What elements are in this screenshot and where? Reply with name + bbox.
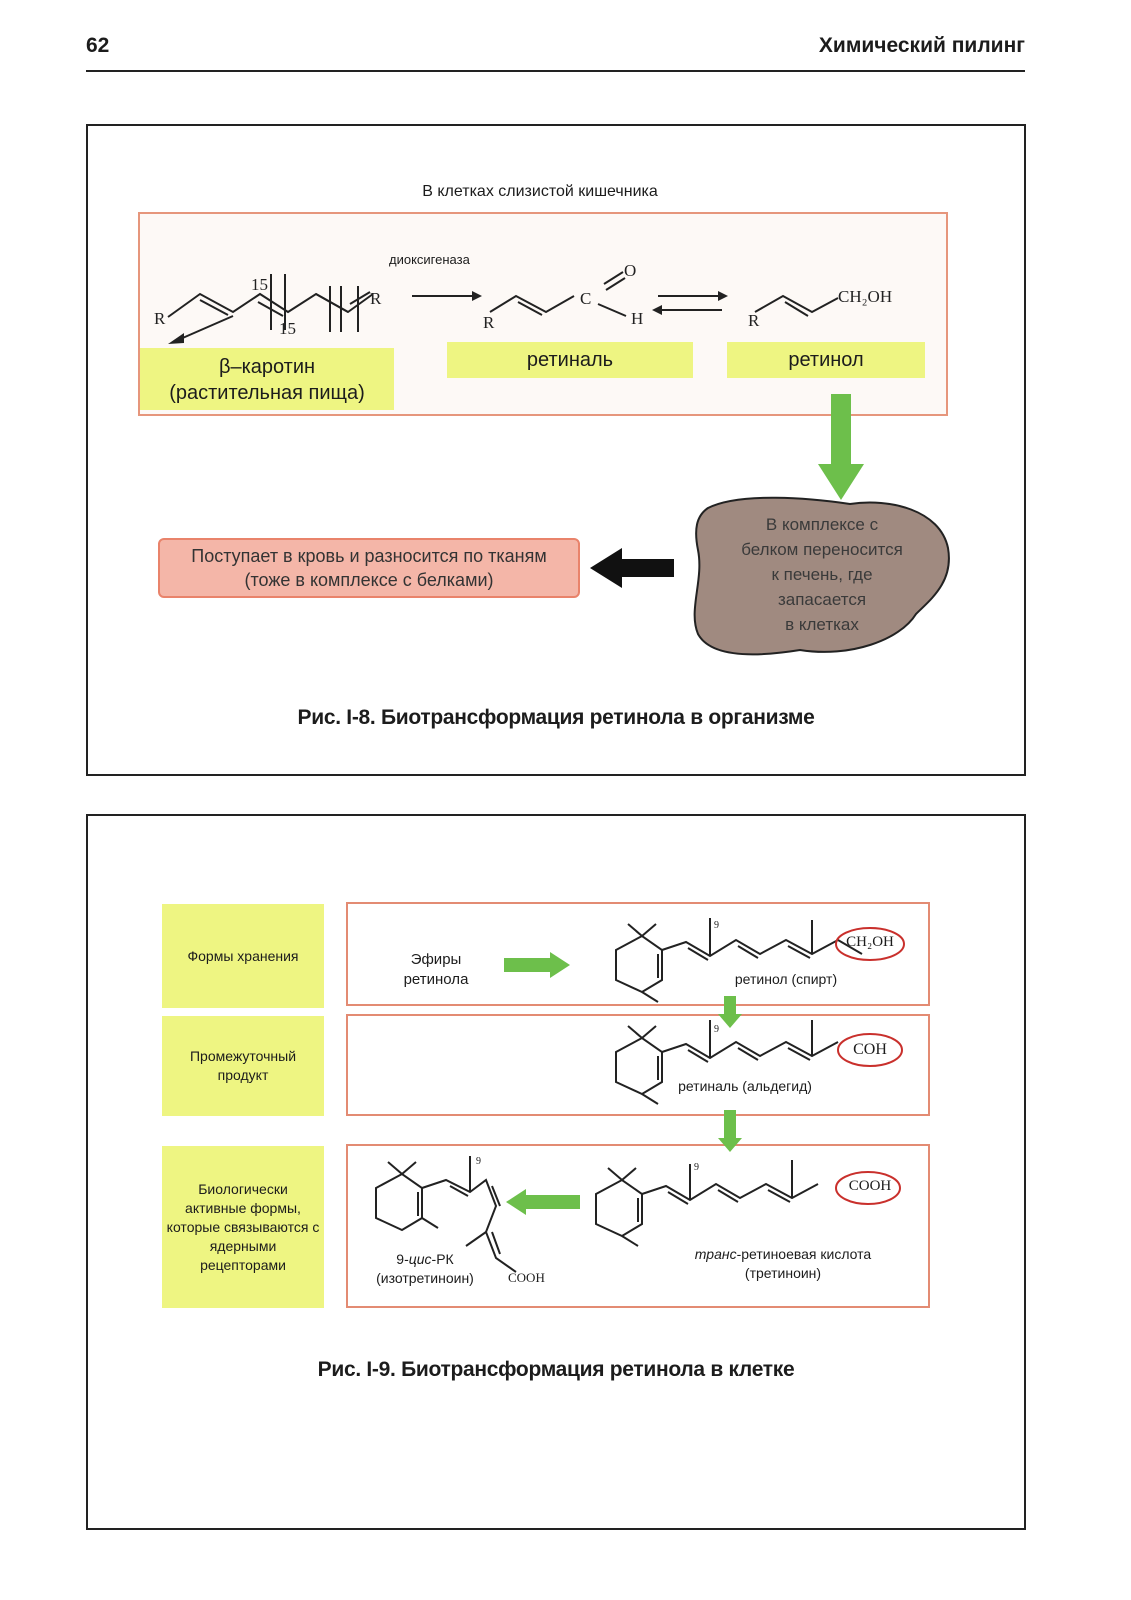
retinol-ring	[615, 934, 663, 994]
retinol-chain-2	[661, 938, 863, 958]
cis-common-name: (изотретиноин)	[376, 1270, 474, 1286]
blob-text: В комплексе с белком переносится к печен…	[708, 512, 936, 637]
retinal-C: C	[580, 289, 591, 308]
blob-line-2: белком переносится	[741, 540, 903, 559]
retinol-chain	[754, 294, 839, 314]
retinal-pos-9: 9	[714, 1024, 719, 1035]
cis-italic: цис	[408, 1251, 432, 1267]
retinol-pos-9: 9	[714, 920, 719, 931]
liver-complex-blob	[693, 496, 950, 656]
retinol-esters-label: Эфиры ретинола	[403, 951, 469, 988]
figure-1-caption-text: Биотрансформация ретинола в организме	[375, 706, 815, 729]
transport-box: Поступает в кровь и разносится по тканям…	[158, 538, 580, 598]
group-coh: COH	[853, 1041, 887, 1058]
retinol-caption: ретинол (спирт)	[734, 971, 838, 987]
figure-2-caption-text: Биотрансформация ретинола в клетке	[395, 1358, 795, 1381]
cis-cooh-label: COOH	[508, 1270, 545, 1285]
retinal-chain	[489, 294, 575, 314]
blob-line-3: к печень, где	[771, 565, 873, 584]
trans-ra-ring	[595, 1178, 643, 1238]
green-down-arrow	[818, 394, 864, 500]
figure-2-caption-number: Рис. I-9.	[317, 1358, 396, 1381]
trans-ra-name: транс-ретиноевая кислота (третиноин)	[670, 1245, 896, 1283]
retinal-caption: ретиналь (альдегид)	[678, 1078, 812, 1094]
page-number: 62	[86, 34, 110, 57]
header-rule	[86, 70, 1025, 72]
running-head: Химический пилинг	[818, 34, 1025, 57]
beta-carotene-label: β–каротин (растительная пища)	[140, 348, 394, 410]
trans-common-name: (третиноин)	[744, 1265, 822, 1281]
black-left-arrow	[590, 548, 674, 588]
blob-line-5: в клетках	[785, 615, 859, 634]
enzyme-label: диоксигеназа	[389, 252, 470, 267]
cis-ra-pos-9: 9	[476, 1156, 481, 1167]
group-ch2oh: CH₂OH	[846, 934, 894, 950]
side-label-intermediate: Промежуточный продукт	[162, 1016, 324, 1116]
trans-ra-title: транс-ретиноевая кислота	[670, 1245, 896, 1264]
retinal-ring	[615, 1036, 663, 1096]
group-cooh: COOH	[848, 1178, 892, 1194]
figure-1-caption: Рис. I-8. Биотрансформация ретинола в ор…	[86, 706, 1026, 730]
retinol-CH2OH: CH₂OH	[838, 287, 892, 306]
retinal-chain-2	[661, 1040, 839, 1060]
trans-ra-chain	[641, 1182, 819, 1202]
figure-1-frame	[86, 124, 1026, 776]
side-label-active: Биологически активные формы, которые свя…	[162, 1146, 324, 1308]
trans-italic: транс	[694, 1246, 737, 1262]
trans-ra-pos-9: 9	[694, 1162, 699, 1173]
cis-suffix: -РК	[431, 1251, 454, 1267]
carotene-pos-15-top: 15	[251, 275, 268, 294]
cis-ra-ring	[375, 1172, 423, 1232]
retinal-O: O	[624, 261, 636, 280]
beta-carotene-source: (растительная пища)	[169, 382, 365, 404]
retinol-R: R	[748, 311, 760, 330]
carotene-R-right: R	[370, 289, 382, 308]
figure-1-caption-number: Рис. I-8.	[297, 706, 376, 729]
figure-2-caption: Рис. I-9. Биотрансформация ретинола в кл…	[86, 1358, 1026, 1382]
retinal-R: R	[483, 313, 495, 332]
cis-ra-name: 9-цис-РК (изотретиноин)	[360, 1250, 490, 1288]
row-box-storage	[346, 902, 930, 1006]
trans-suffix: -ретиноевая кислота	[736, 1246, 872, 1262]
blob-line-1: В комплексе с	[765, 515, 879, 534]
retinol-label: ретинол	[727, 342, 925, 378]
cis-prefix: 9-	[396, 1251, 409, 1267]
fig1-box-title: В клетках слизистой кишечника	[422, 183, 658, 200]
carotene-pos-15-bottom: 15	[279, 319, 296, 338]
fig1-reaction-scheme: R R 15 15 R C O H R CH₂OH	[154, 261, 892, 344]
fig2-structures: 9 9 9 9	[375, 918, 905, 1273]
cis-ra-title: 9-цис-РК	[360, 1250, 490, 1269]
row-box-intermediate	[346, 1014, 930, 1116]
retinal-H: H	[631, 309, 643, 328]
cis-ra-chain	[421, 1178, 517, 1273]
carotene-R-left: R	[154, 309, 166, 328]
retinal-label: ретиналь	[447, 342, 693, 378]
side-label-storage: Формы хранения	[162, 904, 324, 1008]
figure-2-frame	[86, 814, 1026, 1530]
beta-carotene-name: β–каротин	[218, 356, 316, 378]
blob-line-4: запасается	[777, 590, 867, 609]
